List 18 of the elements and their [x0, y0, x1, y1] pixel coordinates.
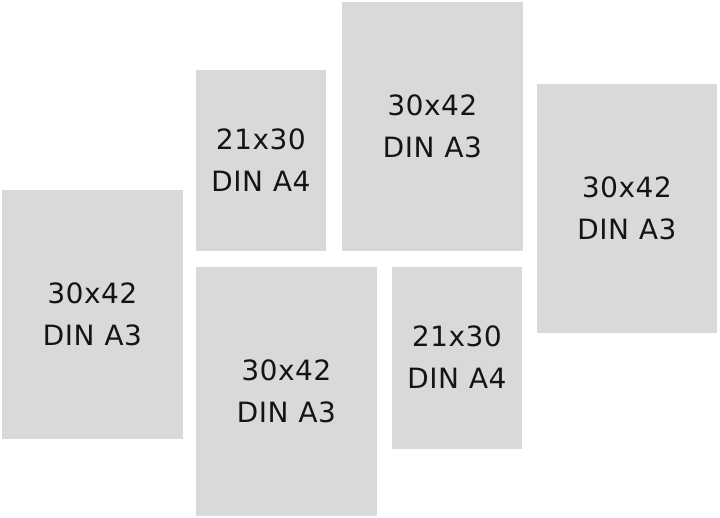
paper-sheet	[342, 2, 523, 251]
format-label: DIN A3	[236, 394, 336, 430]
size-label: 21x30	[216, 122, 306, 158]
format-label: DIN A4	[211, 164, 311, 200]
format-label: DIN A3	[382, 130, 482, 166]
paper-sheet	[196, 70, 326, 251]
paper-sheet	[196, 267, 377, 516]
paper-sheet	[2, 190, 183, 439]
size-label: 30x42	[582, 170, 672, 206]
format-label: DIN A3	[577, 212, 677, 248]
paper-sheet	[392, 267, 522, 449]
paper-sheet	[537, 84, 717, 333]
size-label: 21x30	[412, 319, 502, 355]
size-label: 30x42	[387, 88, 478, 124]
format-label: DIN A3	[42, 318, 142, 354]
format-label: DIN A4	[407, 361, 507, 397]
size-label: 30x42	[47, 276, 138, 312]
size-label: 30x42	[241, 352, 332, 388]
